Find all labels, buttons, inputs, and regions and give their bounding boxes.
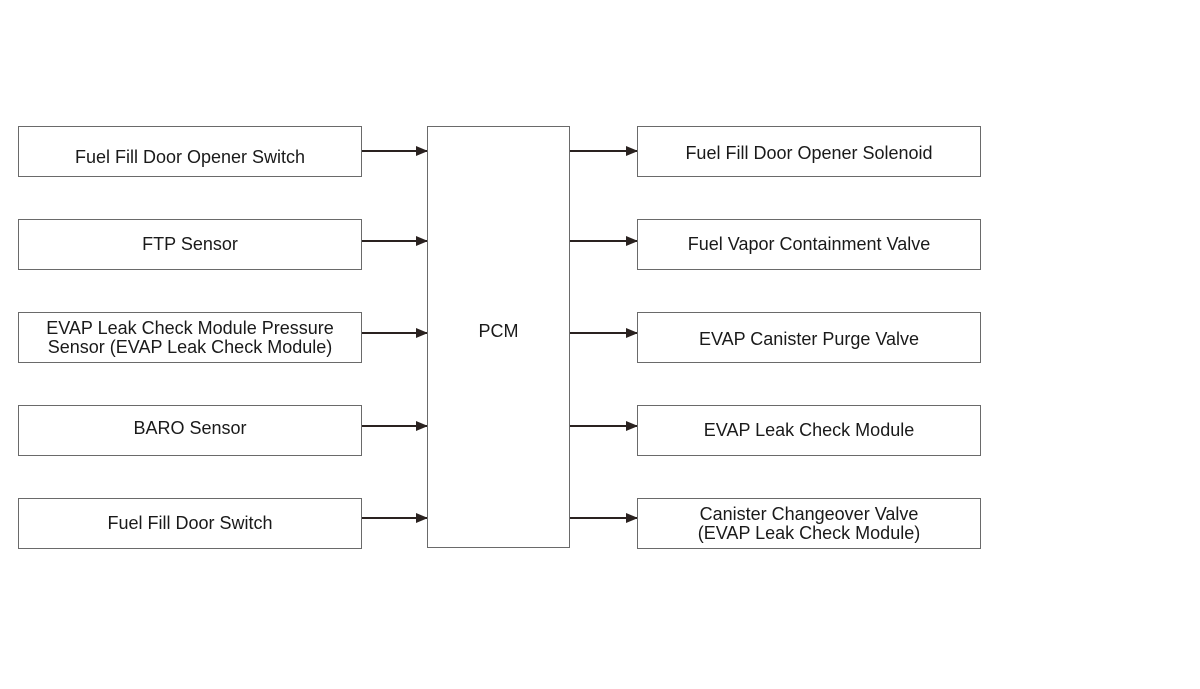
input-box-baro-sensor: BARO Sensor: [18, 405, 362, 456]
input-label-line-1: EVAP Leak Check Module Pressure: [46, 317, 334, 338]
output-label: Fuel Vapor Containment Valve: [687, 234, 931, 254]
output-box-canister-changeover-valve: Canister Changeover Valve (EVAP Leak Che…: [637, 498, 981, 549]
input-label: Fuel Fill Door Opener Switch: [74, 147, 306, 167]
output-box-evap-canister-purge-valve: EVAP Canister Purge Valve: [637, 312, 981, 363]
input-box-ftp-sensor: FTP Sensor: [18, 219, 362, 270]
input-label: FTP Sensor: [142, 234, 238, 254]
pcm-box: PCM: [427, 126, 570, 548]
input-box-fuel-fill-door-opener-switch: Fuel Fill Door Opener Switch: [18, 126, 362, 177]
output-label: Fuel Fill Door Opener Solenoid: [685, 143, 933, 163]
output-label: EVAP Canister Purge Valve: [698, 329, 920, 349]
input-box-evap-leak-check-pressure-sensor: EVAP Leak Check Module Pressure Sensor (…: [18, 312, 362, 363]
input-label-line-2: Sensor (EVAP Leak Check Module): [47, 336, 333, 357]
output-label-line-2: (EVAP Leak Check Module): [697, 522, 921, 543]
pcm-label: PCM: [478, 321, 519, 341]
output-box-fuel-fill-door-opener-solenoid: Fuel Fill Door Opener Solenoid: [637, 126, 981, 177]
output-box-fuel-vapor-containment-valve: Fuel Vapor Containment Valve: [637, 219, 981, 270]
output-label: EVAP Leak Check Module: [703, 420, 915, 440]
output-label-line-1: Canister Changeover Valve: [699, 503, 919, 524]
input-label: Fuel Fill Door Switch: [107, 513, 273, 533]
output-box-evap-leak-check-module: EVAP Leak Check Module: [637, 405, 981, 456]
input-box-fuel-fill-door-switch: Fuel Fill Door Switch: [18, 498, 362, 549]
input-label: BARO Sensor: [133, 418, 247, 438]
